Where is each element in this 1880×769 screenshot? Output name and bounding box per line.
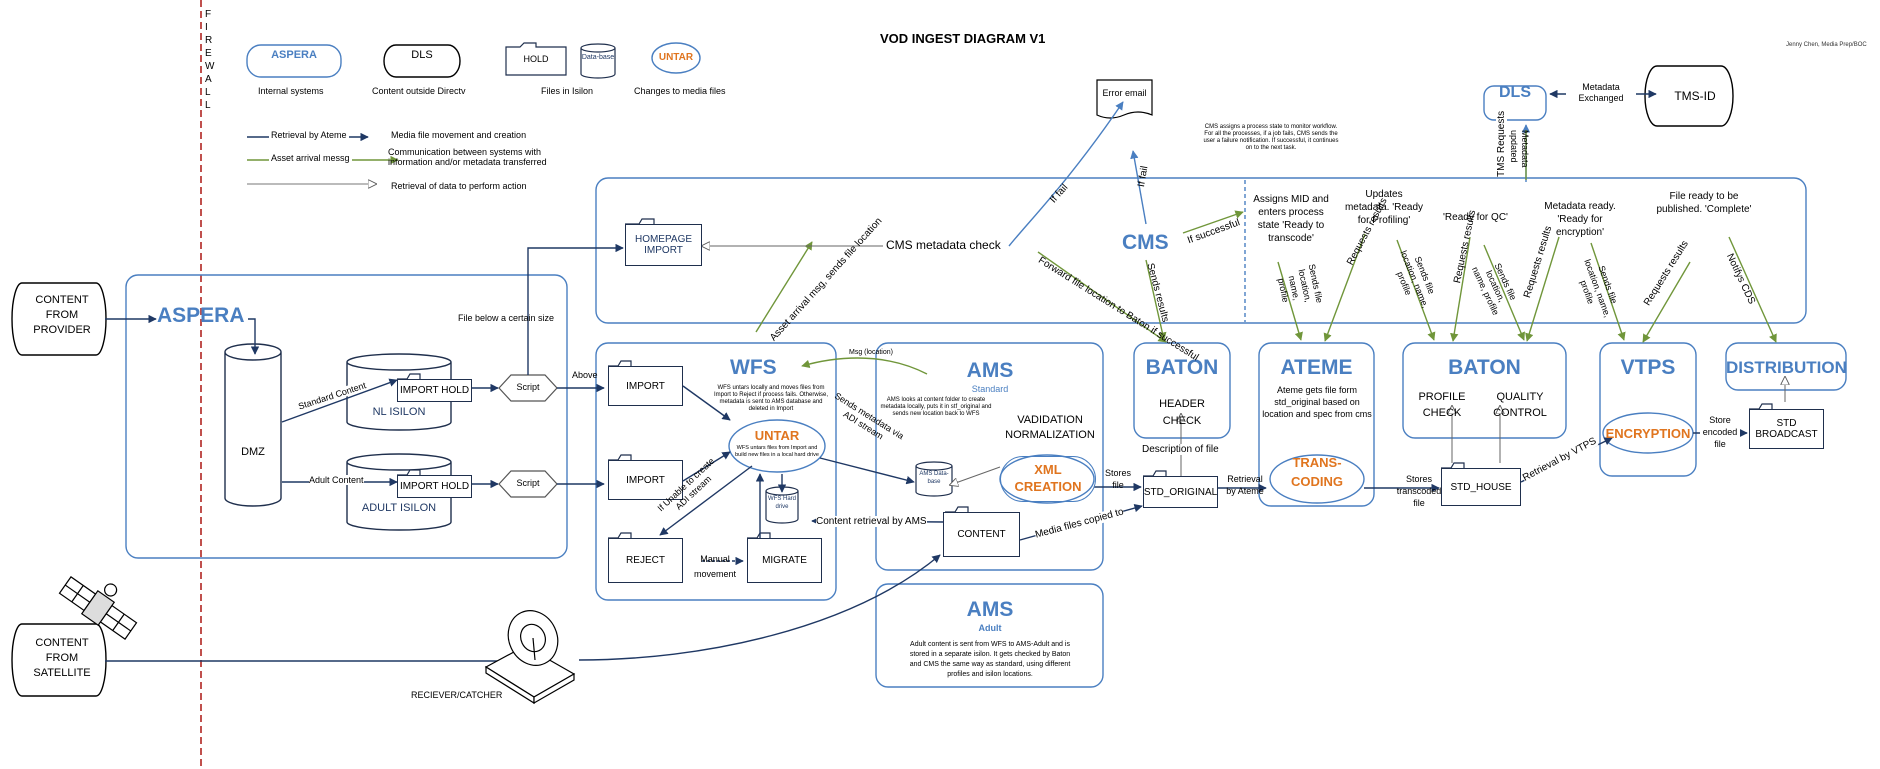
tms-id: TMS-ID [1674, 89, 1716, 103]
homepage-import: HOMEPAGE IMPORT [625, 224, 702, 266]
legend-media-movement: Media file movement and creation [391, 130, 527, 140]
above-label: Above [572, 370, 598, 380]
ams-adult-note: Adult content is sent from WFS to AMS-Ad… [909, 641, 1071, 678]
script-2: Script [516, 478, 540, 488]
distribution-title: DISTRIBUTION [1726, 358, 1847, 377]
legend-changes-media: Changes to media files [634, 86, 726, 96]
validation-label: VADIDATION NORMALIZATION [1005, 414, 1095, 441]
firewall-label: FIREWALL [205, 9, 217, 111]
wfs-title: WFS [730, 356, 777, 379]
xml-creation-shape [1000, 456, 1096, 502]
label-content-retrieval: Content retrieval by AMS [816, 516, 927, 527]
legend-asset-arrival: Asset arrival messg [269, 153, 352, 163]
dish-icon [484, 610, 576, 705]
import-2: IMPORT [608, 460, 683, 500]
legend-retrieval-by-ateme: Retrieval by Ateme [269, 130, 349, 140]
transcoding: TRANS-CODING [1291, 455, 1343, 489]
std-house: STD_HOUSE [1441, 468, 1521, 506]
satellite-icon [58, 576, 138, 640]
adult-isilon-label: ADULT ISILON [361, 502, 437, 514]
ams-note: AMS looks at content folder to create me… [880, 397, 992, 417]
label-stores-file: Stores file [1104, 468, 1131, 490]
diagram-title: VOD INGEST DIAGRAM V1 [880, 31, 1046, 46]
label-file-ready: File ready to be published. 'Complete' [1656, 191, 1752, 215]
cms-note: CMS assigns a process state to monitor w… [1203, 124, 1339, 151]
wfs-note: WFS untars locally and moves files from … [713, 385, 829, 412]
header-check: HEADER CHECK [1159, 398, 1205, 427]
dmz-label: DMZ [241, 446, 265, 458]
error-email: Error email [1102, 88, 1147, 98]
xml-creation: XML CREATION [1014, 462, 1082, 494]
std-broadcast: STD BROADCAST [1749, 409, 1824, 449]
legend-aspera-sample: ASPERA [271, 49, 317, 61]
label-metadata-updated: Metadata updated [1509, 130, 1530, 168]
label-store-encoded: Store encoded file [1700, 414, 1740, 450]
aspera-title: ASPERA [157, 304, 245, 327]
label-metadata-ready: Metadata ready. 'Ready for encryption' [1544, 201, 1616, 238]
ams-database: AMS Data-base [919, 471, 949, 485]
script-1: Script [516, 382, 540, 392]
import-hold-1: IMPORT HOLD [397, 379, 472, 402]
manual-movement-label: Manual movement [693, 554, 737, 579]
receiver-label: RECIEVER/CATCHER [411, 690, 503, 700]
baton-header-title: BATON [1145, 356, 1219, 379]
ams-adult-subtitle: Adult [978, 623, 1002, 633]
ams-standard-title: AMS [966, 359, 1014, 382]
label-msg-location: Msg (location) [849, 349, 893, 356]
label-updates-metadata: Updates metadata. 'Ready for Profiling' [1344, 189, 1424, 226]
migrate-folder: MIGRATE [747, 538, 822, 583]
dmz-cylinder [224, 343, 282, 507]
reject-folder: REJECT [608, 538, 683, 583]
import-hold-2: IMPORT HOLD [397, 475, 472, 498]
ateme-note: Ateme gets file form std_original based … [1262, 385, 1372, 419]
content-from-satellite: CONTENT FROM SATELLITE [33, 637, 91, 679]
legend-files-in-isilon: Files in Isilon [541, 86, 594, 96]
std-original: STD_ORIGINAL [1143, 476, 1218, 508]
ateme-title: ATEME [1280, 356, 1353, 379]
label-ready-for-qc: 'Ready for QC' [1443, 212, 1508, 223]
legend-untar-sample: UNTAR [658, 52, 694, 63]
label-tms-requests: TMS Requests [1496, 110, 1507, 177]
legend-communication: Communication between systems with infor… [388, 147, 547, 167]
ams-standard-subtitle: Standard [971, 384, 1009, 394]
untar-note: WFS untars files from Import and build n… [735, 445, 819, 458]
content-from-provider: CONTENT FROM PROVIDER [33, 294, 91, 336]
quality-control: QUALITY CONTROL [1493, 391, 1547, 419]
untar-title: UNTAR [754, 428, 800, 443]
profile-check: PROFILE CHECK [1418, 391, 1466, 419]
cms-title: CMS [1122, 231, 1169, 254]
legend-hold-sample: HOLD [523, 54, 549, 64]
label-description-of-file: Description of file [1142, 444, 1219, 455]
aspera-zone [125, 274, 568, 559]
file-below-label: File below a certain size [458, 313, 555, 323]
wfs-hard-drive: WFS Hard drive [767, 496, 796, 510]
label-assigns-mid: Assigns MID and enters process state 'Re… [1253, 194, 1329, 244]
import-1: IMPORT [608, 366, 683, 406]
encryption: ENCRYPTION [1605, 426, 1691, 441]
error-email-doc [1096, 79, 1153, 119]
vtps-title: VTPS [1620, 356, 1676, 379]
baton-qc-title: BATON [1448, 356, 1521, 379]
cms-metadata-check: CMS metadata check [883, 238, 1004, 252]
adult-content-label: Adult Content [309, 475, 364, 485]
ams-adult-title: AMS [966, 598, 1014, 621]
nl-isilon-label: NL ISILON [372, 406, 426, 418]
metadata-exchanged: Metadata Exchanged [1566, 82, 1636, 104]
legend-dls-sample: DLS [411, 49, 433, 61]
legend-dls-shape [383, 44, 461, 78]
legend-retrieval-data: Retrieval of data to perform action [391, 181, 527, 191]
legend-database-sample: Data-base [581, 54, 615, 61]
label-stores-transcoded: Stores transcoded file [1396, 474, 1442, 508]
legend-content-outside: Content outside Directv [372, 86, 466, 96]
author-credit: Jenny Chen, Media Prep/BOC [1786, 42, 1867, 48]
dls-title: DLS [1499, 84, 1531, 101]
label-retrieval-by-ateme: Retrieval by Ateme [1226, 474, 1264, 496]
content-folder: CONTENT [943, 512, 1020, 557]
legend-internal-systems: Internal systems [258, 86, 324, 96]
cms-zone [595, 177, 1807, 324]
